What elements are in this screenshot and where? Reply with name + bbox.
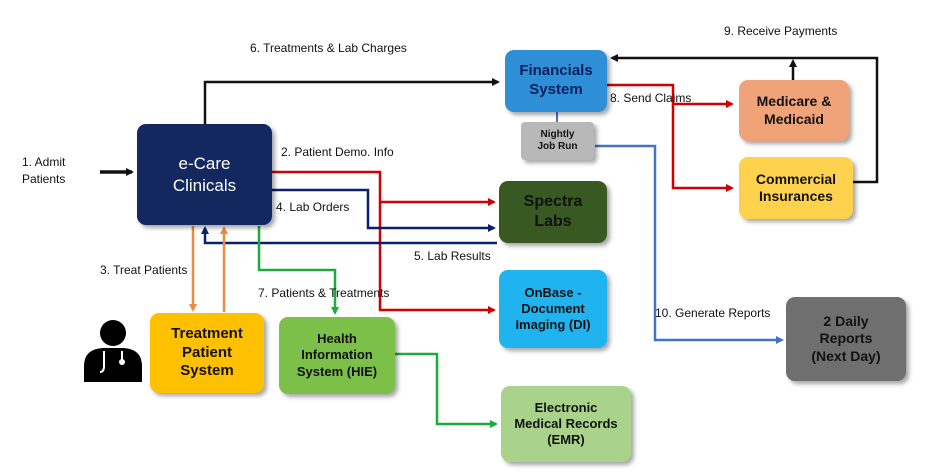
doctor-icon [84, 320, 142, 382]
health-information-system-box: Health Information System (HIE) [279, 317, 395, 394]
arrow-generate-reports [595, 144, 784, 344]
label-admit-patients: 1. Admit Patients [22, 155, 66, 186]
label-lab-results: 5. Lab Results [414, 249, 491, 263]
arrow-charges [203, 78, 500, 124]
label-send-claims: 8. Send Claims [610, 91, 692, 105]
arrow-demo-info-labs [272, 170, 496, 206]
arrow-lab-orders [272, 188, 496, 232]
label-treat-patients: 3. Treat Patients [100, 263, 188, 277]
nightly-job-run-box: Nightly Job Run [521, 122, 594, 160]
label-receive-payments: 9. Receive Payments [724, 24, 838, 38]
onbase-document-imaging-box: OnBase - Document Imaging (DI) [499, 270, 607, 348]
label-treatments-lab-charges: 6. Treatments & Lab Charges [250, 41, 407, 55]
arrow-patients-treatments [257, 226, 339, 315]
label-patient-demo-info: 2. Patient Demo. Info [281, 145, 394, 159]
label-patients-treatments: 7. Patients & Treatments [258, 286, 390, 300]
arrow-send-claims-commercial [671, 104, 734, 192]
arrow-send-claims-medicare [607, 83, 734, 108]
arrow-hie-emr [395, 352, 498, 428]
spectra-labs-box: Spectra Labs [499, 181, 607, 243]
label-generate-reports: 10. Generate Reports [655, 306, 771, 320]
treatment-patient-system-box: Treatment Patient System [150, 313, 264, 393]
financials-system-box: Financials System [505, 50, 607, 112]
label-lab-orders: 4. Lab Orders [276, 200, 350, 214]
emr-box: Electronic Medical Records (EMR) [501, 386, 631, 462]
arrow-demo-info-onbase [378, 202, 496, 314]
medicare-medicaid-box: Medicare & Medicaid [739, 80, 849, 141]
arrow-lab-results [201, 226, 497, 245]
ecare-clinicals-box: e-Care Clinicals [137, 124, 272, 225]
daily-reports-box: 2 Daily Reports (Next Day) [786, 297, 906, 381]
arrow-receive-payments [610, 54, 879, 184]
commercial-insurances-box: Commercial Insurances [739, 157, 853, 219]
